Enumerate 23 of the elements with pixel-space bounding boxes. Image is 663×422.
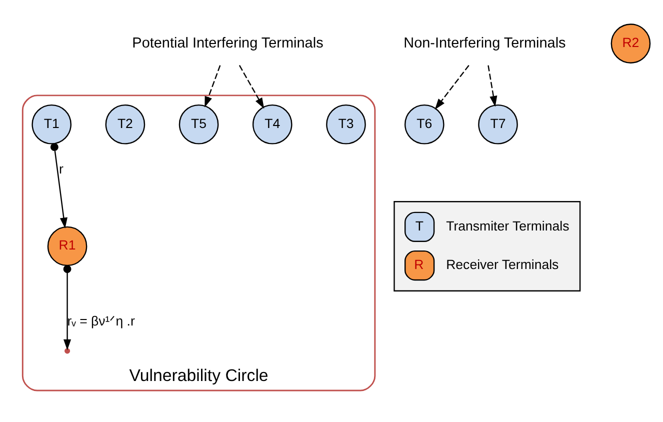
node-circle: R2 <box>610 24 651 64</box>
node-circle: T2 <box>105 104 146 144</box>
edge-label: rᵥ = βν¹ᐟη .r <box>67 314 135 329</box>
arrow <box>50 143 68 229</box>
node-circle: T7 <box>478 104 518 144</box>
arrow <box>63 265 72 350</box>
legend-label: Transmiter Terminals <box>446 218 570 234</box>
arrow <box>488 65 498 107</box>
node-circle: T6 <box>404 104 444 144</box>
edge-label: r <box>59 162 64 177</box>
node-circle: T1 <box>32 104 72 144</box>
arrow <box>238 65 264 109</box>
label: T <box>415 218 424 234</box>
arrow <box>434 64 470 110</box>
arrow <box>204 65 221 108</box>
node-circle: T5 <box>178 104 219 144</box>
node-circle: R1 <box>47 226 88 266</box>
node-text: Non-Interfering Terminals <box>404 35 566 52</box>
label: R <box>414 256 424 272</box>
legend-label: Receiver Terminals <box>446 256 559 272</box>
node-circle: T3 <box>326 104 366 144</box>
node-circle: T4 <box>252 104 292 144</box>
node-text: Potential Interfering Terminals <box>132 35 324 52</box>
